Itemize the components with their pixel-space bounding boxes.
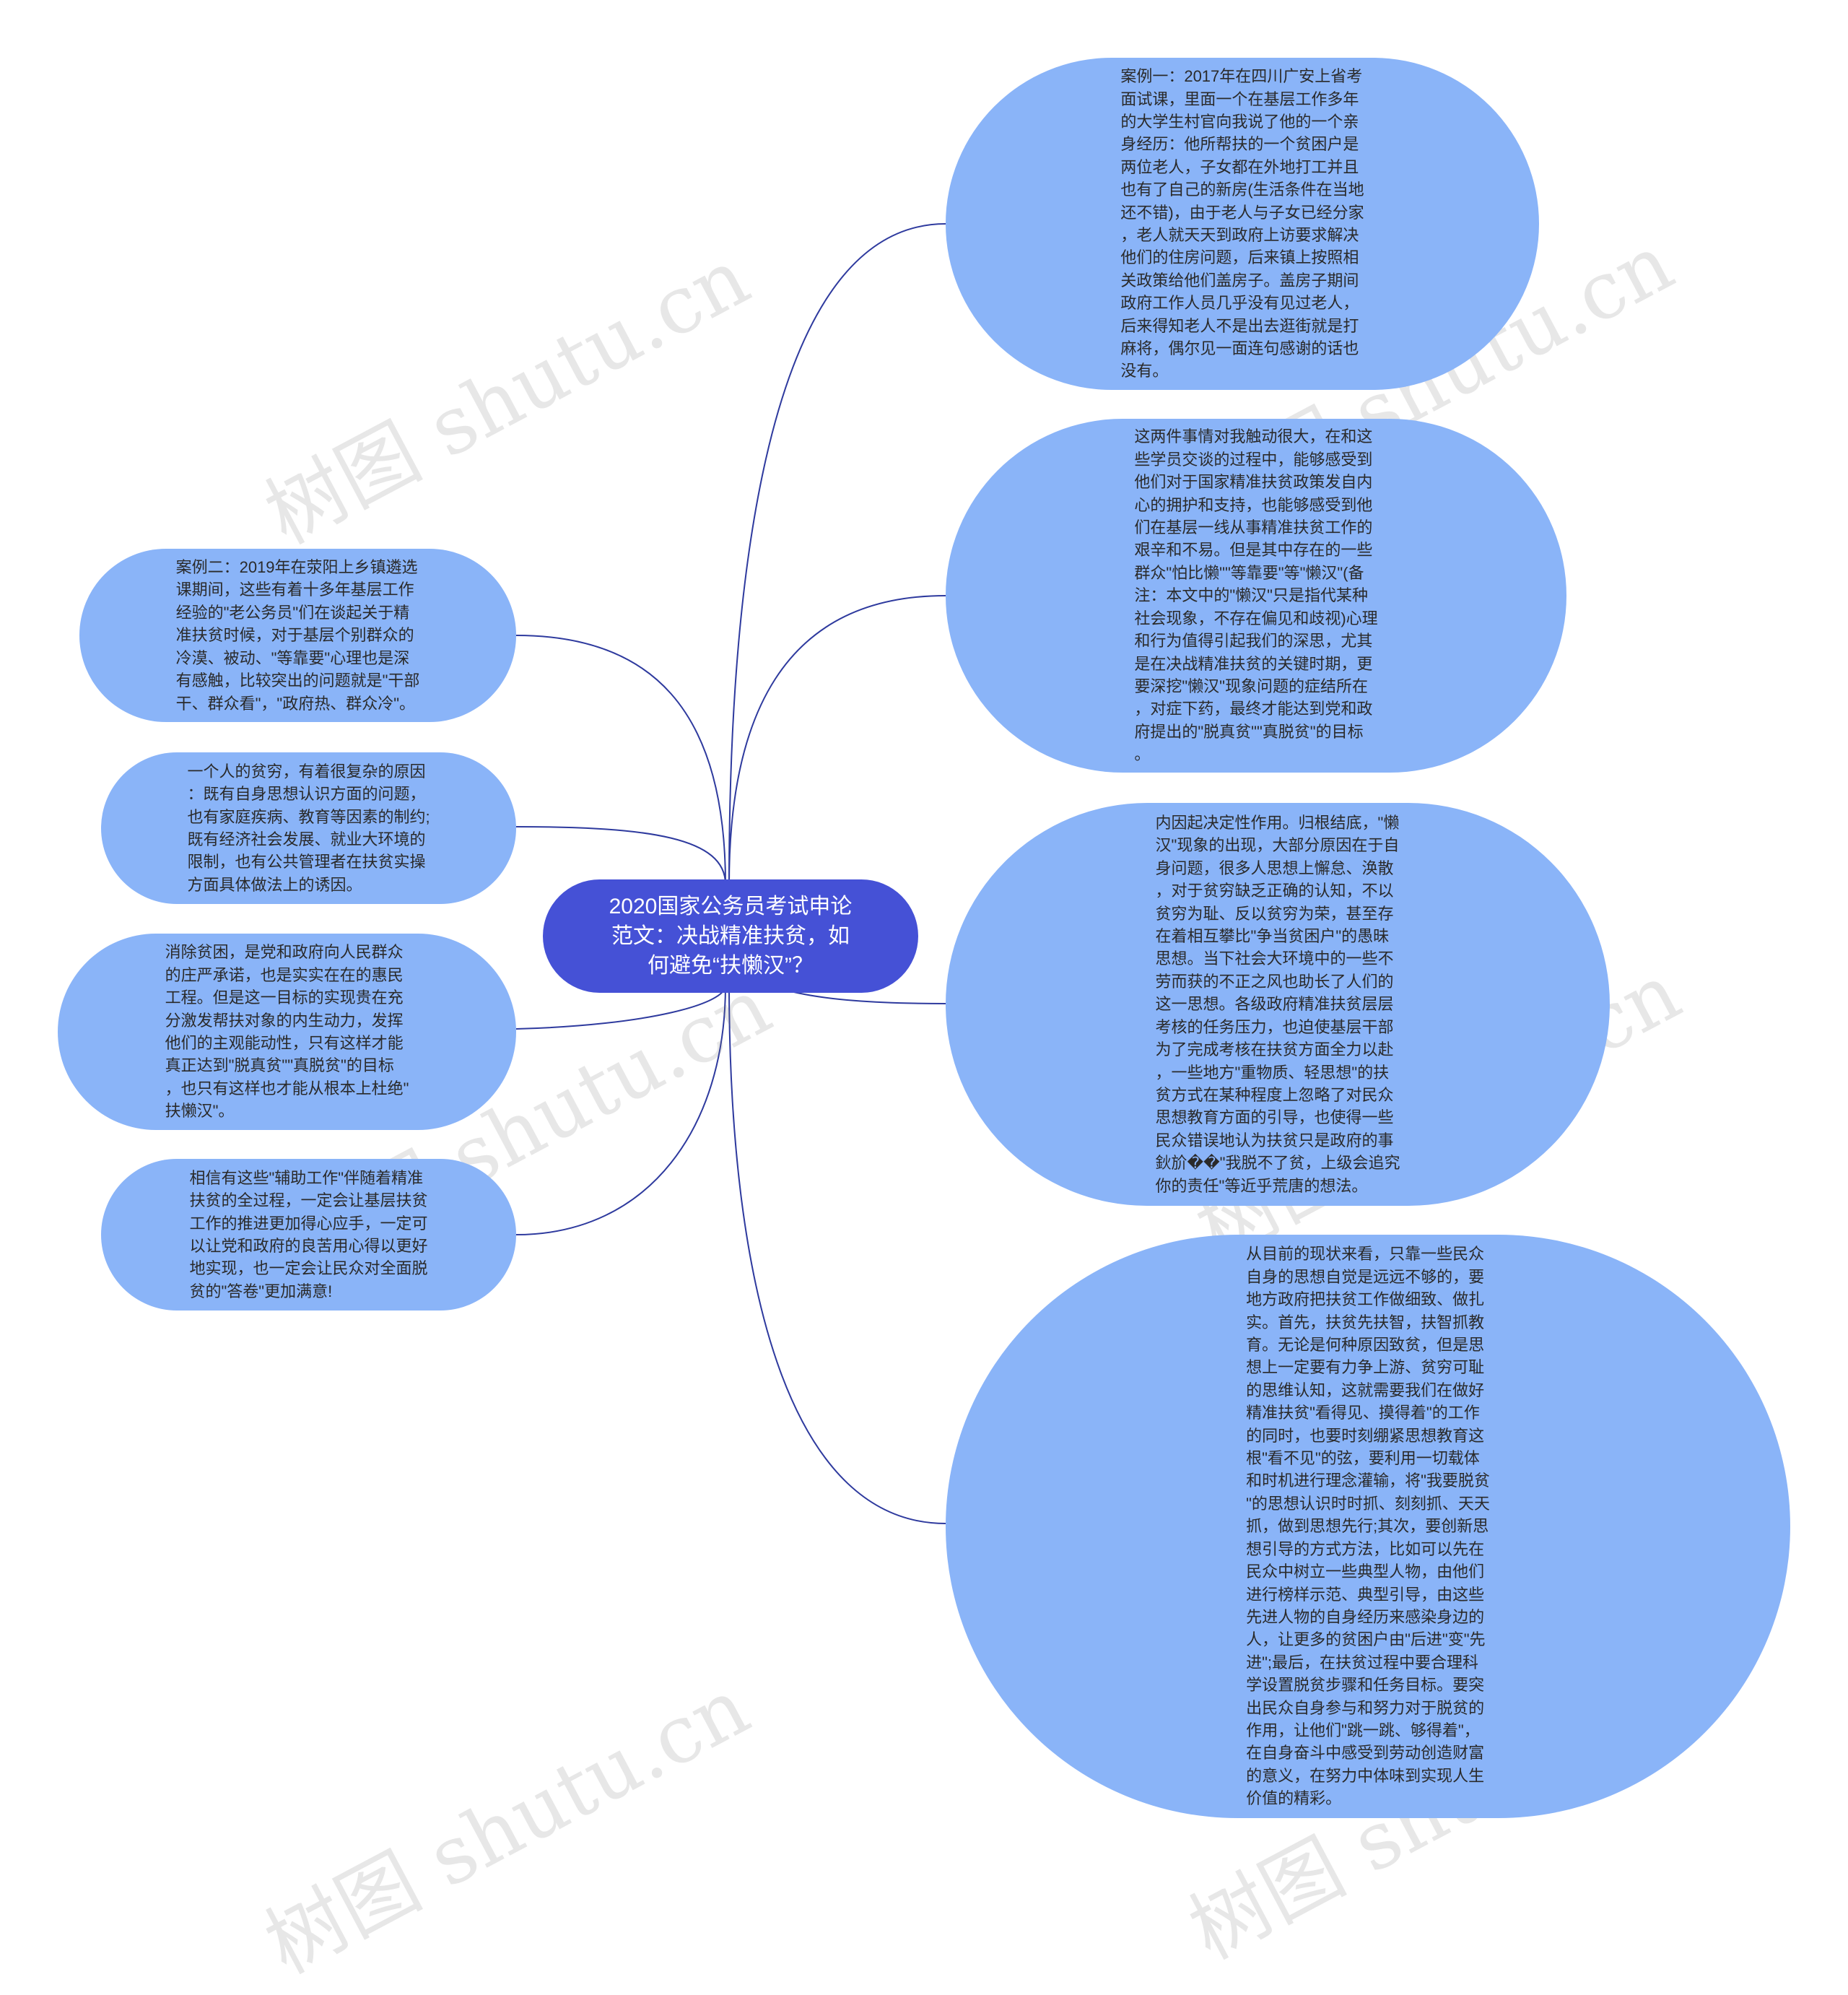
- link-case2: [515, 635, 726, 885]
- node-reflection[interactable]: 这两件事情对我触动很大，在和这 些学员交谈的过程中，能够感受到 他们对于国家精准…: [946, 419, 1566, 773]
- link-causes: [515, 826, 726, 885]
- node-internal-text: 内因起决定性作用。归根结底，"懒 汉"现象的出现，大部分原因在于自 身问题，很多…: [1155, 814, 1400, 1195]
- link-reflection: [728, 595, 946, 885]
- link-belief: [515, 985, 726, 1235]
- central-topic-node[interactable]: 2020国家公务员考试申论 范文：决战精准扶贫，如 何避免“扶懒汉”？: [543, 879, 918, 993]
- link-measures: [728, 981, 946, 1524]
- node-case1-text: 案例一：2017年在四川广安上省考 面试课，里面一个在基层工作多年 的大学生村官…: [1120, 67, 1364, 381]
- node-causes[interactable]: 一个人的贫穷，有着很复杂的原因 ：既有自身思想认识方面的问题， 也有家庭疾病、教…: [101, 752, 516, 904]
- node-case1[interactable]: 案例一：2017年在四川广安上省考 面试课，里面一个在基层工作多年 的大学生村官…: [946, 58, 1539, 390]
- node-internal[interactable]: 内因起决定性作用。归根结底，"懒 汉"现象的出现，大部分原因在于自 身问题，很多…: [946, 803, 1610, 1206]
- node-measures-text: 从目前的现状来看，只靠一些民众 自身的思想自觉是远远不够的，要 地方政府把扶贫工…: [1246, 1245, 1490, 1808]
- node-case2[interactable]: 案例二：2019年在荥阳上乡镇遴选 课期间，这些有着十多年基层工作 经验的"老公…: [79, 549, 516, 722]
- node-measures[interactable]: 从目前的现状来看，只靠一些民众 自身的思想自觉是远远不够的，要 地方政府把扶贫工…: [946, 1235, 1790, 1818]
- central-topic-text: 2020国家公务员考试申论 范文：决战精准扶贫，如 何避免“扶懒汉”？: [609, 895, 853, 978]
- node-promise[interactable]: 消除贫困，是党和政府向人民群众 的庄严承诺，也是实实在在的惠民 工程。但是这一目…: [58, 934, 516, 1130]
- node-promise-text: 消除贫困，是党和政府向人民群众 的庄严承诺，也是实实在在的惠民 工程。但是这一目…: [165, 943, 409, 1121]
- node-belief-text: 相信有这些"辅助工作"伴随着精准 扶贫的全过程，一定会让基层扶贫 工作的推进更加…: [189, 1168, 428, 1300]
- node-case2-text: 案例二：2019年在荥阳上乡镇遴选 课期间，这些有着十多年基层工作 经验的"老公…: [175, 558, 420, 713]
- node-causes-text: 一个人的贫穷，有着很复杂的原因 ：既有自身思想认识方面的问题， 也有家庭疾病、教…: [187, 762, 430, 894]
- node-belief[interactable]: 相信有这些"辅助工作"伴随着精准 扶贫的全过程，一定会让基层扶贫 工作的推进更加…: [101, 1159, 516, 1311]
- node-reflection-text: 这两件事情对我触动很大，在和这 些学员交谈的过程中，能够感受到 他们对于国家精准…: [1134, 427, 1378, 764]
- link-case1: [728, 223, 946, 885]
